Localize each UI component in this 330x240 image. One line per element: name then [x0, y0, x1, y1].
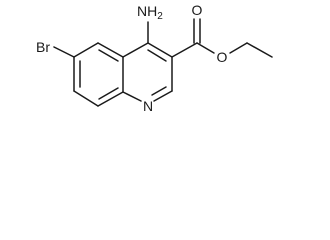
bond-ether-o-ch2	[229, 42, 248, 54]
bond-ch2-ch3	[246, 42, 273, 58]
carbonyl-oxygen-label: O	[192, 2, 203, 18]
bond-c8-c8a	[97, 91, 124, 107]
bond-c2-n1	[153, 90, 173, 102]
atom-labels: Br NH2 N O O	[36, 2, 228, 114]
bond-c4-c3	[147, 42, 173, 58]
double-bond-c2-n1	[151, 86, 167, 96]
amino-label-main: NH	[137, 3, 157, 19]
amino-label-subscript: 2	[157, 11, 163, 22]
benzene-ring	[73, 42, 124, 107]
double-bond-c8-c8a	[98, 87, 119, 100]
bond-c4a-c5	[97, 42, 124, 58]
double-bond-c4-c3	[147, 49, 167, 62]
substituents	[53, 18, 273, 58]
bromine-label: Br	[36, 39, 50, 55]
molecule-structure: Br NH2 N O O	[36, 2, 273, 114]
ether-oxygen-label: O	[217, 49, 228, 65]
ring-nitrogen-label: N	[143, 98, 153, 114]
amino-label: NH2	[137, 3, 163, 22]
bond-n1-c8a	[122, 91, 142, 102]
bond-c3-carbonyl	[171, 42, 198, 58]
double-bond-c4a-c5	[98, 49, 119, 62]
bond-c7-c8	[73, 90, 99, 107]
pyridine-ring	[122, 42, 173, 102]
bond-carbonyl-ether-o	[196, 42, 215, 54]
bond-c4a-c4	[122, 42, 149, 58]
bond-c6-br	[53, 46, 75, 58]
bond-c5-c6	[73, 42, 99, 58]
